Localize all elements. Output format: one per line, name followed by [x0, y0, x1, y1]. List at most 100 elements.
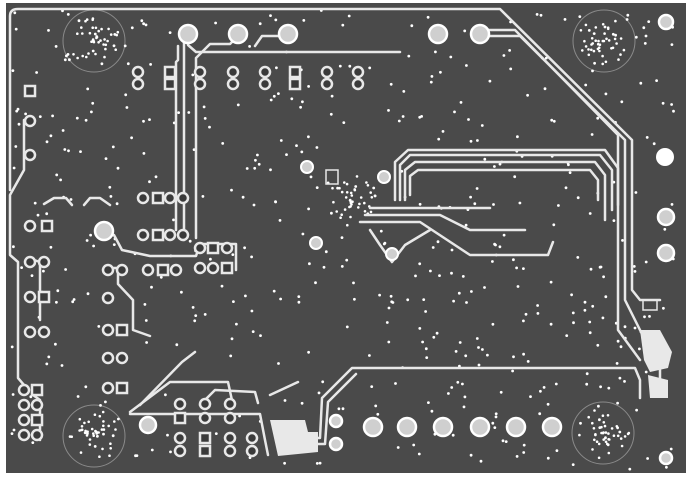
via [341, 23, 345, 27]
via [642, 26, 646, 30]
via [177, 111, 181, 114]
component-pad [23, 325, 37, 339]
component-pad [30, 413, 44, 427]
via [318, 461, 322, 465]
via [583, 308, 587, 312]
via [592, 427, 596, 430]
via [277, 362, 280, 365]
via [269, 14, 272, 17]
component-pad [223, 444, 237, 458]
component-pad [115, 263, 129, 277]
via [670, 43, 674, 46]
via [315, 462, 319, 465]
via [529, 395, 532, 398]
via [385, 321, 389, 324]
via [518, 201, 522, 205]
via [422, 298, 426, 301]
via [63, 148, 67, 151]
via [103, 38, 106, 41]
via [494, 412, 498, 416]
via [345, 191, 349, 194]
via [493, 426, 497, 429]
via [35, 71, 38, 74]
trace-center-bus-4 [408, 168, 600, 202]
trace-bus-b [486, 28, 642, 362]
via [87, 420, 90, 424]
via [414, 274, 417, 278]
via [539, 13, 543, 17]
via [108, 185, 112, 189]
via [438, 274, 441, 277]
via [426, 15, 430, 19]
via [257, 162, 261, 166]
via [461, 382, 464, 386]
via [290, 97, 294, 101]
via [100, 62, 104, 66]
via [646, 457, 649, 460]
via [594, 39, 597, 42]
via [339, 216, 342, 219]
via [299, 105, 302, 109]
via [353, 188, 357, 191]
via [587, 29, 591, 32]
via [593, 409, 596, 412]
via [85, 434, 89, 437]
via [279, 139, 283, 142]
via [373, 194, 377, 198]
via [232, 300, 235, 303]
via [601, 39, 605, 43]
via [617, 58, 620, 61]
via [670, 103, 673, 106]
via [459, 101, 463, 104]
via [469, 453, 473, 457]
via [555, 449, 559, 452]
via [241, 195, 245, 199]
via [194, 314, 198, 317]
via [144, 23, 148, 27]
via [410, 24, 414, 28]
via [302, 19, 306, 22]
via [272, 94, 276, 98]
via [80, 26, 83, 29]
via [648, 315, 651, 318]
via [92, 244, 95, 248]
component-pad [351, 77, 365, 91]
via [432, 335, 436, 339]
via [578, 433, 581, 437]
via [450, 386, 454, 389]
component-pad [30, 428, 44, 442]
via [638, 347, 641, 351]
via [591, 448, 594, 451]
via [498, 162, 502, 166]
small-pads [17, 65, 365, 458]
component-pad [320, 65, 334, 79]
component-pad [223, 397, 237, 411]
via [418, 327, 422, 330]
via [349, 191, 353, 195]
via [515, 266, 518, 270]
via [376, 412, 380, 416]
via [71, 300, 75, 304]
via [84, 385, 88, 389]
component-pad [17, 383, 31, 397]
via [100, 27, 103, 31]
component-pad [193, 241, 207, 255]
via [84, 19, 87, 23]
via [54, 342, 57, 346]
via [59, 178, 62, 182]
via [340, 236, 344, 240]
via [251, 330, 255, 333]
via [144, 319, 148, 322]
via [103, 55, 106, 59]
via [81, 54, 84, 58]
via [94, 52, 97, 56]
via [45, 212, 49, 216]
via [591, 69, 594, 73]
via [480, 124, 484, 127]
via [275, 66, 278, 70]
via [104, 43, 108, 47]
via [354, 185, 358, 188]
via [145, 341, 149, 344]
connector-pad [328, 413, 344, 429]
